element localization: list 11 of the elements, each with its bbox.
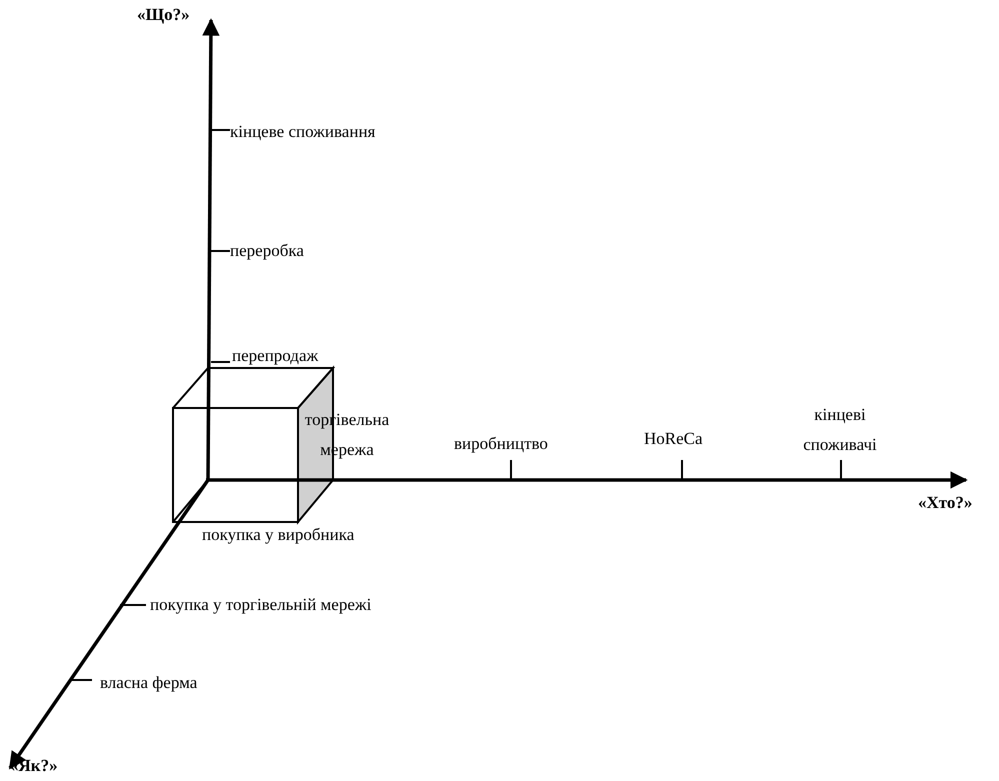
tick-label: покупка у торгівельній мережі xyxy=(150,594,372,616)
tick-label: кінцеве споживання xyxy=(230,121,376,143)
tick-label: покупка у виробника xyxy=(202,524,354,546)
tick-label: виробництво xyxy=(454,433,548,455)
axis-title: «Що?» xyxy=(137,5,190,25)
axis-title: «Хто?» xyxy=(918,493,972,513)
tick-label: переробка xyxy=(230,240,304,262)
tick-label: власна ферма xyxy=(100,672,198,694)
tick-label: HoReCa xyxy=(644,428,703,450)
tick-label: перепродаж xyxy=(232,345,318,367)
tick-label: кінцеві споживачі xyxy=(802,404,878,456)
